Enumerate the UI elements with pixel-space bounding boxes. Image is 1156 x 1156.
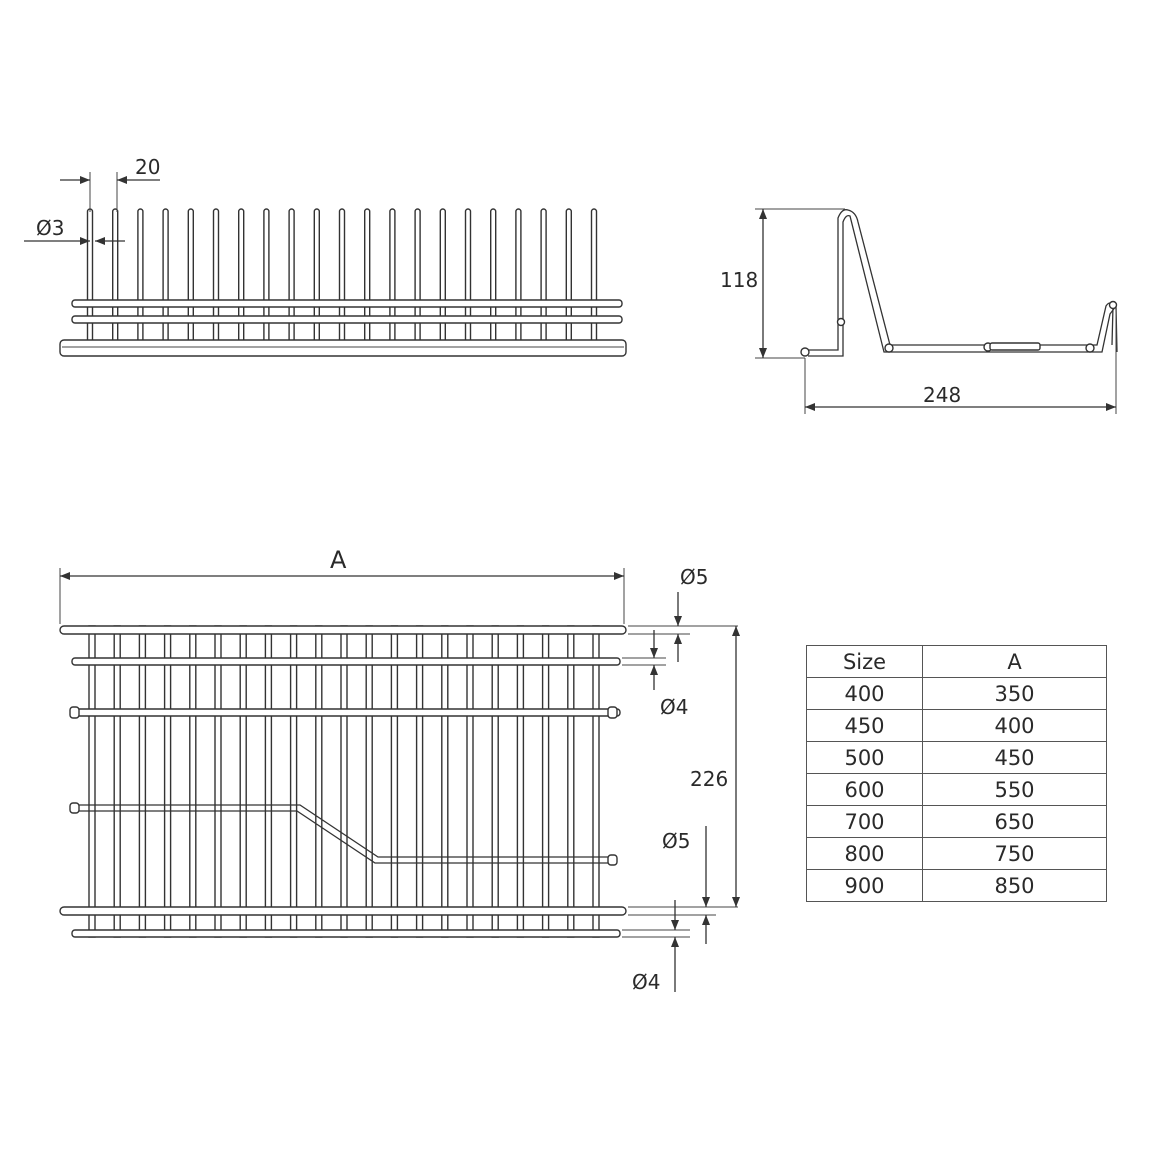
- length-label: A: [330, 546, 347, 574]
- plan-vertical-wire: [113, 625, 121, 938]
- bottom-rail-diameter-dimension: Ø4: [632, 900, 679, 994]
- size-cell: 600: [806, 773, 923, 806]
- plan-vertical-wires: [88, 625, 600, 938]
- depth-label: 248: [923, 383, 961, 407]
- second-rail-diameter-label: Ø4: [660, 695, 688, 719]
- wire-diameter-label: Ø3: [36, 216, 64, 240]
- plan-vertical-wire: [466, 625, 474, 938]
- size-cell: 450: [806, 709, 923, 742]
- pitch-dimension: 20: [60, 155, 160, 212]
- bottom-rail-diameter-label: Ø4: [632, 970, 660, 994]
- plan-vertical-wire: [163, 625, 172, 938]
- plan-bottom-rail: [71, 929, 621, 938]
- size-cell: 800: [806, 837, 923, 870]
- plan-second-rail: [71, 657, 621, 666]
- width-dimension: 226: [690, 626, 740, 907]
- plan-vertical-wire: [491, 625, 499, 938]
- front-base-rail: [59, 339, 627, 357]
- plan-vertical-wire: [365, 625, 373, 938]
- depth-dimension: 248: [804, 310, 1117, 414]
- a-cell: 450: [922, 741, 1107, 774]
- plan-vertical-wire: [214, 625, 222, 938]
- plan-vertical-wire: [340, 625, 348, 938]
- plan-vertical-wire: [289, 625, 298, 938]
- top-rail-diameter-dimension: Ø5: [674, 565, 708, 662]
- size-cell: 400: [806, 677, 923, 710]
- a-cell: 400: [922, 709, 1107, 742]
- header-a: A: [922, 645, 1107, 678]
- height-label: 118: [720, 268, 758, 292]
- table-header-row: Size A: [806, 645, 1107, 678]
- plan-vertical-wire: [88, 625, 96, 938]
- plan-vertical-wire: [415, 625, 424, 938]
- length-dimension: A: [59, 546, 625, 624]
- plan-vertical-wire: [541, 625, 550, 938]
- a-cell: 650: [922, 805, 1107, 838]
- plan-vertical-wire: [138, 625, 147, 938]
- plan-vertical-wire: [592, 625, 600, 938]
- plan-vertical-wire: [441, 625, 449, 938]
- plan-vertical-wire: [189, 625, 197, 938]
- plan-top-rail: [59, 625, 627, 635]
- a-cell: 850: [922, 869, 1107, 902]
- height-dimension: 118: [720, 208, 845, 359]
- plan-vertical-wire: [264, 625, 273, 938]
- lower-rail-diameter-label: Ø5: [662, 829, 690, 853]
- width-label: 226: [690, 767, 728, 791]
- a-cell: 750: [922, 837, 1107, 870]
- front-top-rail: [71, 299, 623, 308]
- a-cell: 350: [922, 677, 1107, 710]
- lower-rail-diameter-dimension: Ø5: [662, 826, 710, 944]
- wire-diameter-dimension: Ø3: [24, 216, 125, 245]
- front-elevation-view: 20 Ø3: [24, 155, 627, 357]
- size-cell: 900: [806, 869, 923, 902]
- plan-vertical-wire: [239, 625, 247, 938]
- size-cell: 500: [806, 741, 923, 774]
- second-rail-diameter-dimension: Ø4: [650, 630, 688, 719]
- a-cell: 550: [922, 773, 1107, 806]
- plan-vertical-wire: [315, 625, 323, 938]
- plan-vertical-wire: [390, 625, 399, 938]
- plan-lower-rail: [59, 906, 627, 916]
- front-middle-rail: [71, 315, 623, 324]
- size-cell: 700: [806, 805, 923, 838]
- top-rail-diameter-label: Ø5: [680, 565, 708, 589]
- header-size: Size: [806, 645, 923, 678]
- side-profile-view: 118 248: [720, 208, 1118, 414]
- plan-view: A Ø5 Ø4 226: [59, 546, 740, 994]
- plan-vertical-wire: [516, 625, 525, 938]
- pitch-label: 20: [135, 155, 160, 179]
- plan-vertical-wire: [567, 625, 575, 938]
